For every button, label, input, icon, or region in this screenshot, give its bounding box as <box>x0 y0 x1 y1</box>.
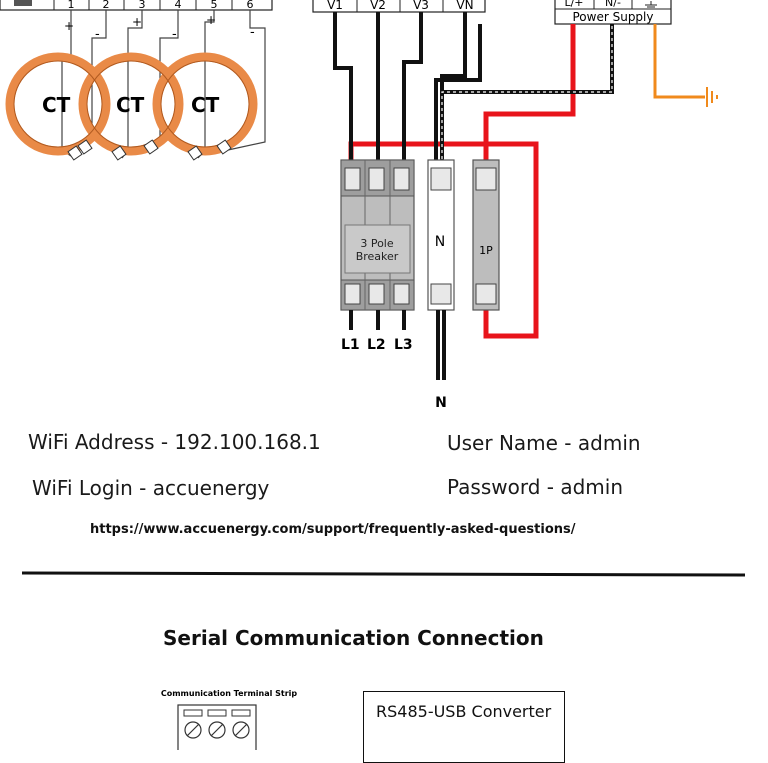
voltage-terminal-block: V1 V2 V3 VN <box>312 0 486 13</box>
ct3-minus: - <box>250 25 255 40</box>
ct-terminal-block: 1 2 3 4 5 6 <box>0 0 273 11</box>
terminal-v1: V1 <box>327 0 343 12</box>
ground-symbol-icon <box>645 1 657 8</box>
section-divider <box>21 571 746 577</box>
line-label-l2: L2 <box>367 337 386 353</box>
terminal-2: 2 <box>103 0 110 11</box>
faq-url[interactable]: https://www.accuenergy.com/support/frequ… <box>90 522 576 537</box>
neutral-bottom-label: N <box>435 395 447 411</box>
terminal-v3: V3 <box>413 0 429 12</box>
neutral-block-label: N <box>435 234 445 250</box>
converter-label: RS485-USB Converter <box>376 702 552 721</box>
ct-label-3: CT <box>191 93 220 117</box>
ct1-plus: + <box>64 19 74 33</box>
wifi-address: WiFi Address - 192.100.168.1 <box>28 430 321 454</box>
ps-terminal-n: N/- <box>605 0 621 9</box>
terminal-strip-label: Communication Terminal Strip <box>161 689 298 698</box>
terminal-1: 1 <box>68 0 75 11</box>
earth-ground-icon <box>706 87 718 107</box>
ct-label-1: CT <box>42 93 71 117</box>
ct2-plus: + <box>132 15 142 29</box>
power-supply-block: L/+ N/- Power Supply <box>554 0 672 25</box>
terminal-6: 6 <box>247 0 254 11</box>
terminal-3: 3 <box>139 0 146 11</box>
single-pole-label: 1P <box>479 244 493 257</box>
ct-connectors <box>67 139 232 161</box>
three-pole-breaker: 3 Pole Breaker <box>340 159 415 311</box>
ct-coils <box>5 52 258 156</box>
terminal-4: 4 <box>175 0 182 11</box>
user-name: User Name - admin <box>447 431 641 455</box>
serial-section-title: Serial Communication Connection <box>163 626 544 650</box>
wifi-login: WiFi Login - accuenergy <box>32 476 270 500</box>
breaker-label-line1: 3 Pole <box>360 237 394 250</box>
neutral-block: N <box>427 159 455 311</box>
power-supply-label: Power Supply <box>573 10 654 24</box>
terminal-v2: V2 <box>370 0 386 12</box>
ps-terminal-l: L/+ <box>564 0 583 9</box>
line-label-l1: L1 <box>341 337 360 353</box>
ct3-plus: + <box>206 13 216 27</box>
ground-wire <box>653 24 718 107</box>
line-label-l3: L3 <box>394 337 413 353</box>
breaker-label-line2: Breaker <box>356 250 399 263</box>
terminal-vn: VN <box>456 0 473 12</box>
ct1-minus: - <box>95 27 100 42</box>
neutral-striped-wire <box>441 26 613 160</box>
bottom-wires <box>349 310 446 380</box>
password: Password - admin <box>447 475 624 499</box>
ct2-minus: - <box>172 27 177 42</box>
single-pole-breaker: 1P <box>472 159 500 311</box>
ct-label-2: CT <box>116 93 145 117</box>
communication-terminal-strip: Communication Terminal Strip <box>161 689 298 750</box>
screw-icon <box>184 721 250 739</box>
rs485-usb-converter: RS485-USB Converter <box>363 691 565 763</box>
terminal-5: 5 <box>211 0 218 11</box>
